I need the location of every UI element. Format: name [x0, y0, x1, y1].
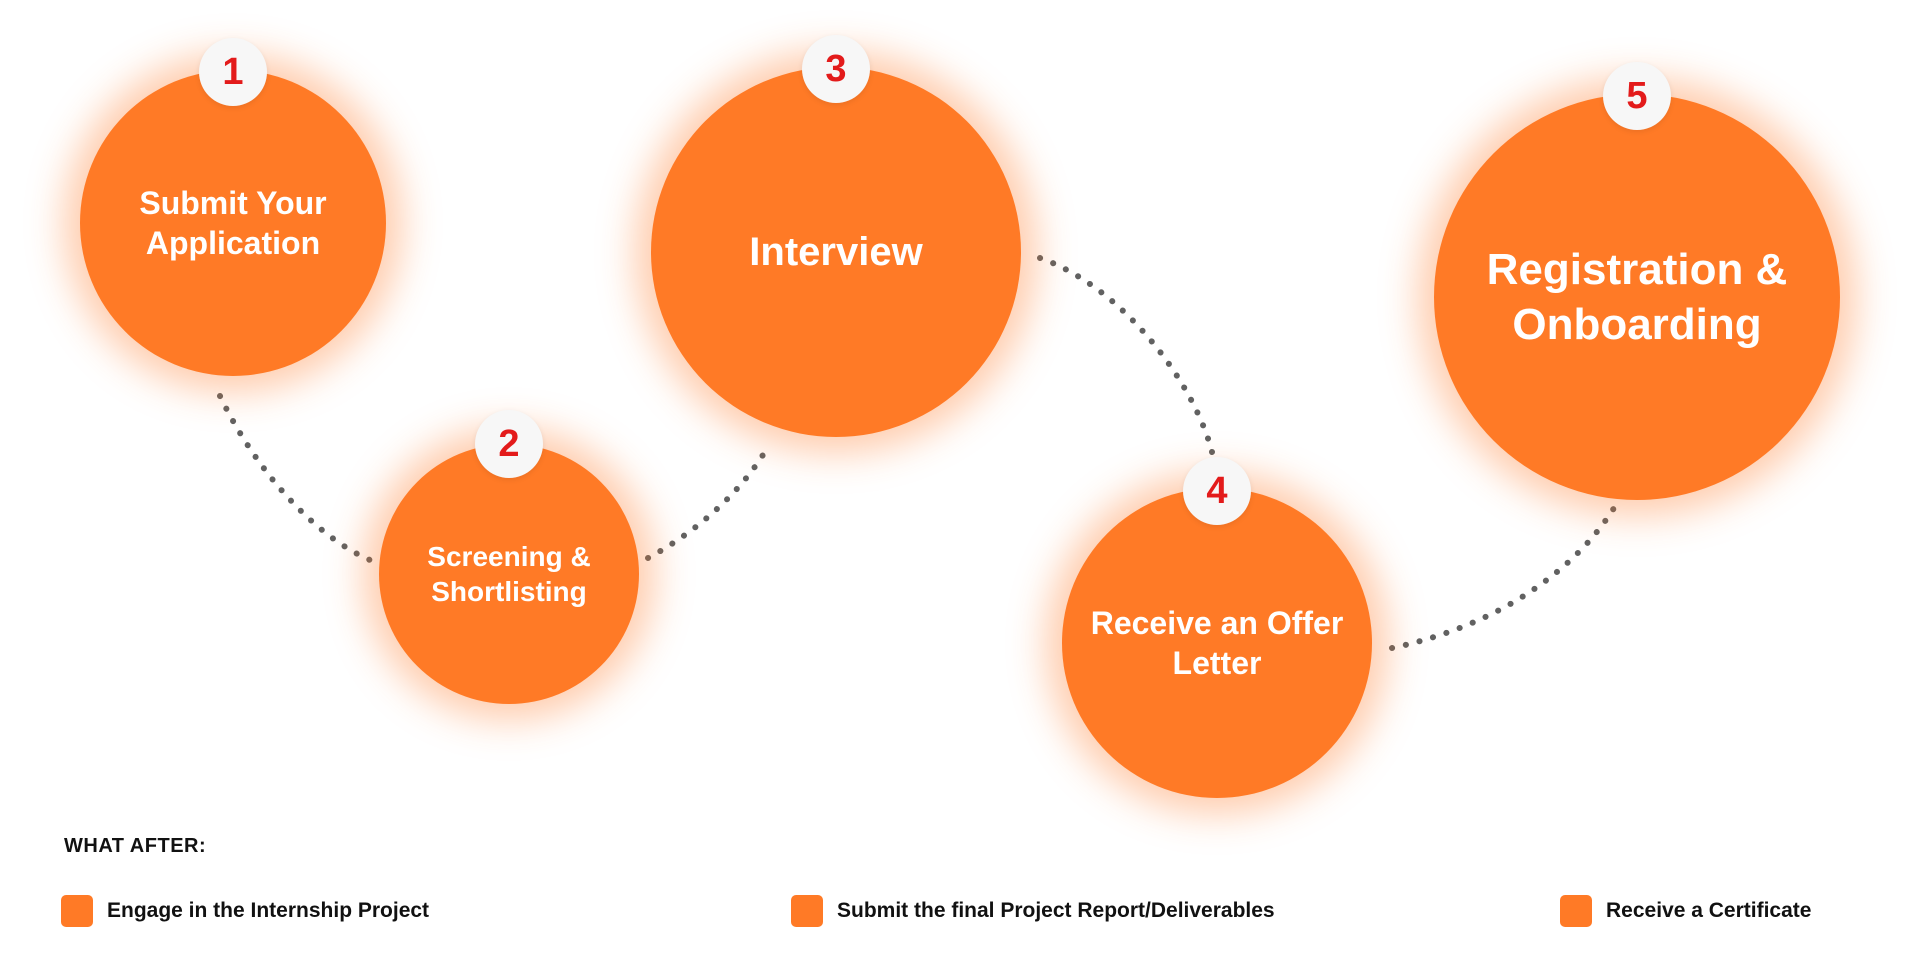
- step-label: Submit Your Application: [139, 185, 327, 261]
- step-submit-application: 1 Submit Your Application: [80, 38, 386, 376]
- after-item-engage: Engage in the Internship Project: [61, 895, 429, 927]
- step-offer-letter: 4 Receive an Offer Letter: [1062, 457, 1372, 798]
- connector-3-4: [1037, 255, 1215, 455]
- connector-2-3: [645, 447, 769, 561]
- step-label: Registration & Onboarding: [1486, 245, 1788, 349]
- step-number-badge: 2: [475, 410, 543, 478]
- connector-1-2: [217, 393, 373, 563]
- bullet-square-icon: [791, 895, 823, 927]
- step-label: Interview: [749, 230, 923, 274]
- connector-4-5: [1389, 505, 1617, 651]
- what-after-heading: WHAT AFTER:: [64, 835, 207, 857]
- step-label: Screening & Shortlisting: [427, 541, 591, 607]
- after-item-submit-report: Submit the final Project Report/Delivera…: [791, 895, 1275, 927]
- step-number-badge: 5: [1603, 62, 1671, 130]
- step-number-badge: 4: [1183, 457, 1251, 525]
- step-interview: 3 Interview: [651, 35, 1021, 437]
- step-number-badge: 3: [802, 35, 870, 103]
- step-registration-onboarding: 5 Registration & Onboarding: [1434, 62, 1840, 500]
- after-item-label: Receive a Certificate: [1606, 899, 1812, 922]
- bullet-square-icon: [1560, 895, 1592, 927]
- bullet-square-icon: [61, 895, 93, 927]
- step-number-badge: 1: [199, 38, 267, 106]
- after-item-label: Engage in the Internship Project: [107, 899, 430, 922]
- after-item-certificate: Receive a Certificate: [1560, 895, 1811, 927]
- step-label: Receive an Offer Letter: [1090, 605, 1344, 681]
- after-item-label: Submit the final Project Report/Delivera…: [837, 899, 1275, 922]
- step-screening-shortlisting: 2 Screening & Shortlisting: [379, 410, 639, 704]
